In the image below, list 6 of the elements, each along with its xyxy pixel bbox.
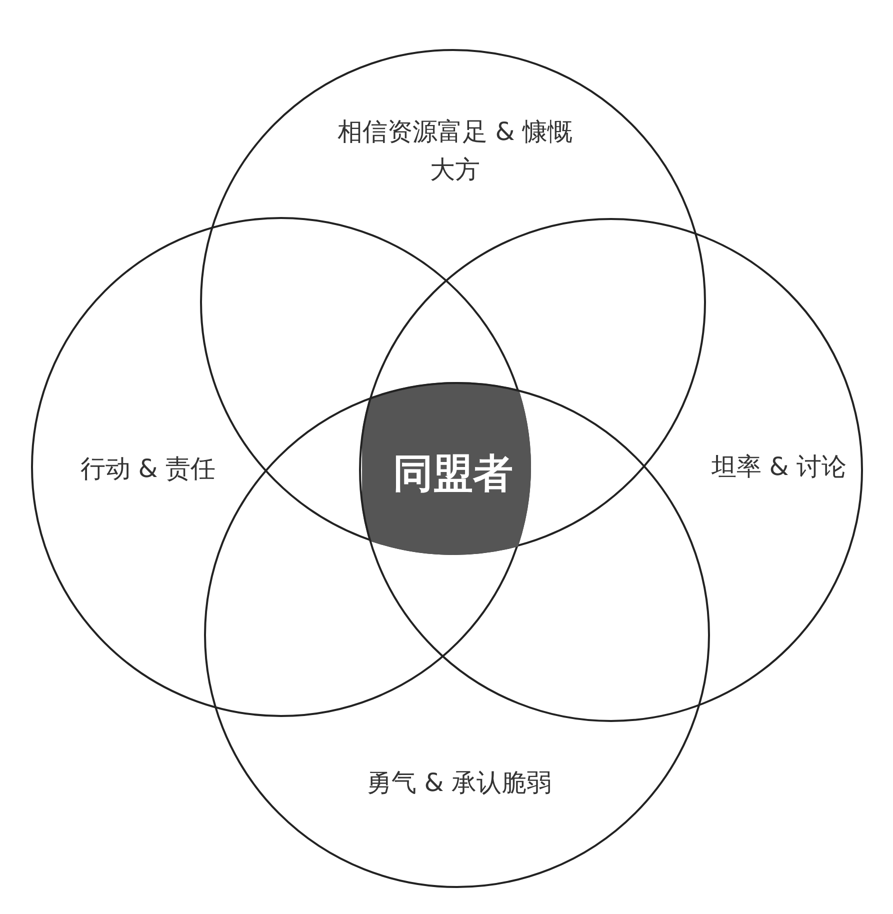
circle-label: 勇气 & 承认脆弱 [365,767,553,799]
circle-label: 相信资源富足 & 慷慨大方 [336,116,574,186]
circle-label: 行动 & 责任 [79,453,217,485]
circle-label: 坦率 & 讨论 [710,451,848,483]
venn-circle [359,218,863,722]
center-label: 同盟者 [392,450,514,499]
